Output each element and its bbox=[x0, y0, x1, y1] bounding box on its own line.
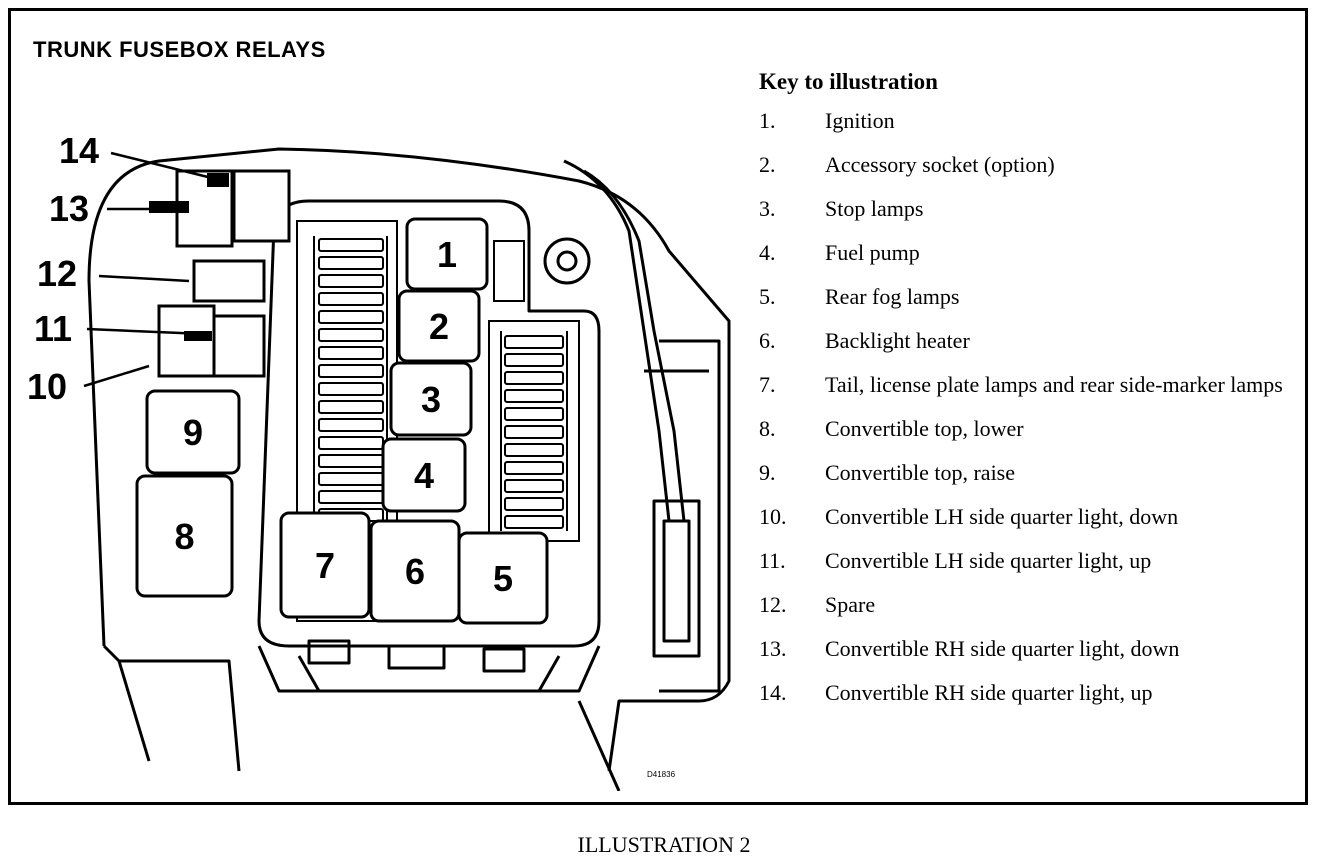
fuse-slot bbox=[504, 479, 564, 493]
key-heading: Key to illustration bbox=[759, 69, 938, 94]
fuse-slot bbox=[318, 436, 384, 450]
fuse-slot bbox=[318, 310, 384, 324]
fuse-slot bbox=[504, 497, 564, 511]
key-item: 8. Convertible top, lower bbox=[759, 413, 1319, 444]
key-item-number: 14. bbox=[759, 680, 787, 705]
key-item-text: Convertible top, raise bbox=[825, 460, 1016, 485]
relay-8 bbox=[135, 474, 234, 598]
callout-11: 11 bbox=[34, 308, 72, 349]
fuse-slot bbox=[318, 490, 384, 504]
relay-number-2: 2 bbox=[429, 306, 449, 347]
fuse-slot bbox=[318, 382, 384, 396]
key-item-text: Rear fog lamps bbox=[825, 284, 960, 309]
key-item-text: Stop lamps bbox=[825, 196, 924, 221]
fuse-slot bbox=[318, 400, 384, 414]
illustration-caption: ILLUSTRATION 2 bbox=[577, 832, 751, 857]
relay-number-1: 1 bbox=[437, 234, 457, 275]
key-item: 13. Convertible RH side quarter light, do… bbox=[759, 633, 1319, 664]
key-item-text: Tail, license plate lamps and rear side-… bbox=[825, 372, 1283, 397]
fuse-slot bbox=[318, 346, 384, 360]
fuse-slot bbox=[504, 515, 564, 529]
relay-number-3: 3 bbox=[421, 379, 441, 420]
relay-1 bbox=[405, 217, 489, 291]
key-item-text: Convertible top, lower bbox=[825, 416, 1024, 441]
callout-12: 12 bbox=[37, 253, 77, 294]
key-item: 7. Tail, license plate lamps and rear sid… bbox=[759, 369, 1319, 400]
fuse-slot bbox=[318, 454, 384, 468]
fuse-slot bbox=[318, 364, 384, 378]
key-item-text: Backlight heater bbox=[825, 328, 970, 353]
key-item-text: Convertible LH side quarter light, up bbox=[825, 548, 1152, 573]
relay-number-8: 8 bbox=[174, 516, 194, 557]
key-item-number: 7. bbox=[759, 372, 776, 397]
key-item-number: 2. bbox=[759, 152, 776, 177]
illustration-frame: TRUNK FUSEBOX RELAYS bbox=[8, 8, 1308, 805]
key-item-number: 6. bbox=[759, 328, 776, 353]
key-item-text: Convertible RH side quarter light, up bbox=[825, 680, 1153, 705]
relay-number-9: 9 bbox=[183, 412, 203, 453]
relay-6 bbox=[369, 519, 461, 623]
callout-14: 14 bbox=[59, 130, 99, 171]
key-item-number: 3. bbox=[759, 196, 776, 221]
relay-3 bbox=[389, 361, 473, 437]
key-item-number: 13. bbox=[759, 636, 787, 661]
callout-13: 13 bbox=[49, 188, 89, 229]
key-item-text: Fuel pump bbox=[825, 240, 920, 265]
relay-7 bbox=[279, 511, 371, 619]
key-item-text: Spare bbox=[825, 592, 876, 617]
key-item-text: Accessory socket (option) bbox=[825, 152, 1055, 177]
key-item-number: 8. bbox=[759, 416, 776, 441]
key-item: 5. Rear fog lamps bbox=[759, 281, 1319, 312]
key-item: 2. Accessory socket (option) bbox=[759, 149, 1319, 180]
key-item-text: Convertible RH side quarter light, down bbox=[825, 636, 1180, 661]
callout-10: 10 bbox=[27, 366, 67, 407]
fuse-slot bbox=[318, 238, 384, 252]
drawing-code: D41836 bbox=[647, 770, 676, 779]
key-item-number: 1. bbox=[759, 108, 776, 133]
fuse-slot bbox=[504, 335, 564, 349]
key-item-number: 4. bbox=[759, 240, 776, 265]
fuse-slot bbox=[504, 461, 564, 475]
key-list: 1. Ignition 2. Accessory socket (option) 3. S… bbox=[759, 105, 1319, 708]
key-item: 14. Convertible RH side quarter light, up bbox=[759, 677, 1319, 708]
fuse-slot bbox=[504, 425, 564, 439]
key-item: 3. Stop lamps bbox=[759, 193, 1319, 224]
key-item: 11. Convertible LH side quarter light, up bbox=[759, 545, 1319, 576]
relay-number-5: 5 bbox=[493, 558, 513, 599]
fuse-slot bbox=[318, 472, 384, 486]
key-item: 6. Backlight heater bbox=[759, 325, 1319, 356]
key-item-number: 9. bbox=[759, 460, 776, 485]
relay-number-6: 6 bbox=[405, 551, 425, 592]
key-item-number: 12. bbox=[759, 592, 787, 617]
diagram-title: TRUNK FUSEBOX RELAYS bbox=[33, 37, 326, 62]
fuse-slot bbox=[318, 292, 384, 306]
key-item-text: Ignition bbox=[825, 108, 895, 133]
relay-number-7: 7 bbox=[315, 545, 335, 586]
relay-2 bbox=[397, 289, 481, 363]
fuse-slot bbox=[504, 407, 564, 421]
key-panel: Key to illustration 1. Ignition 2. Accessor… bbox=[759, 69, 1319, 721]
key-item: 9. Convertible top, raise bbox=[759, 457, 1319, 488]
fuse-slot bbox=[318, 256, 384, 270]
key-item-number: 11. bbox=[759, 548, 786, 573]
key-item-number: 5. bbox=[759, 284, 776, 309]
relay-9 bbox=[145, 389, 241, 475]
fuse-slot bbox=[504, 389, 564, 403]
relay-4 bbox=[381, 437, 467, 513]
key-item-text: Convertible LH side quarter light, down bbox=[825, 504, 1179, 529]
fuse-slot bbox=[504, 353, 564, 367]
key-item: 4. Fuel pump bbox=[759, 237, 1319, 268]
fuse-slot bbox=[318, 418, 384, 432]
fuse-slot bbox=[504, 443, 564, 457]
fuse-slot bbox=[504, 371, 564, 385]
key-item: 10. Convertible LH side quarter light, do… bbox=[759, 501, 1319, 532]
fuse-slot bbox=[318, 274, 384, 288]
fuse-slot bbox=[318, 328, 384, 342]
relay-number-4: 4 bbox=[414, 455, 434, 496]
key-item: 1. Ignition bbox=[759, 105, 1319, 136]
key-item: 12. Spare bbox=[759, 589, 1319, 620]
key-item-number: 10. bbox=[759, 504, 787, 529]
